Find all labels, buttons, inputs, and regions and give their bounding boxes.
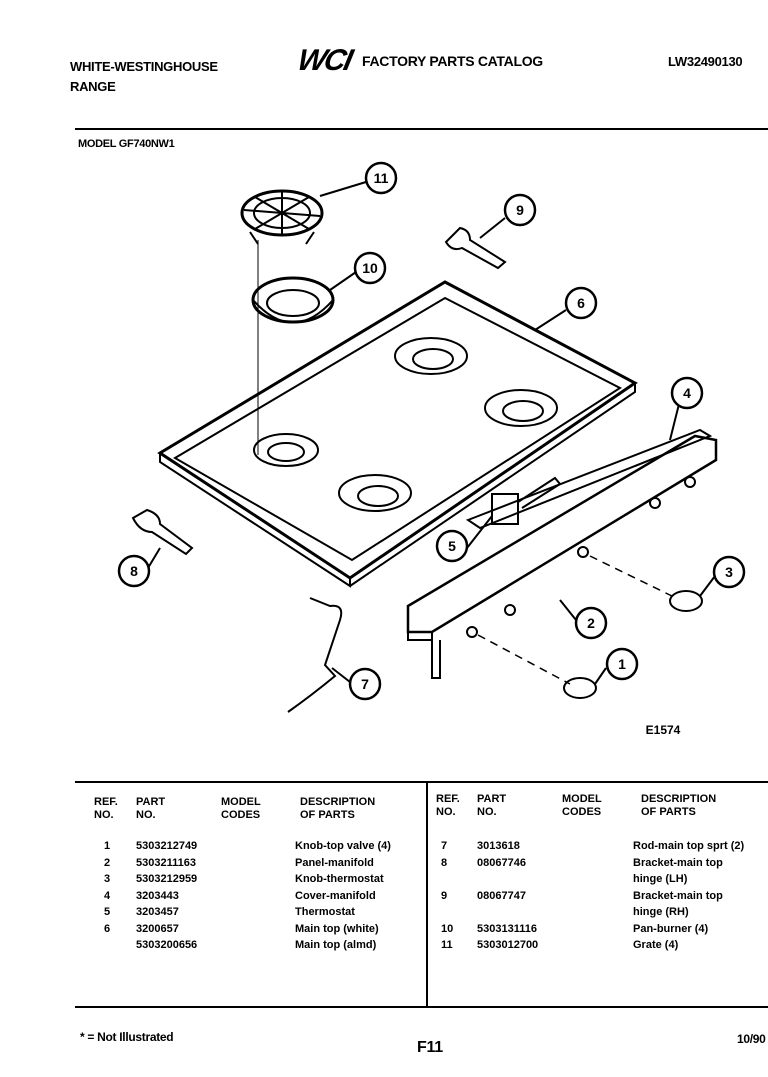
table-row-ref: 8 <box>441 856 448 869</box>
table-row-ref: 9 <box>441 889 448 902</box>
table-row-part: 5303212959 <box>136 873 198 885</box>
table-row-part: 3203457 <box>136 906 179 918</box>
table-row-ref: 5 <box>104 906 111 918</box>
table-row-part <box>477 871 538 888</box>
table-mid-rule <box>426 781 428 1007</box>
table-row-ref <box>104 937 110 954</box>
catalog-number: LW32490130 <box>668 54 743 69</box>
callout-6: 6 <box>577 295 585 311</box>
table-row-desc: Bracket-main top <box>633 889 723 902</box>
brand-line-1: WHITE-WESTINGHOUSE <box>70 59 218 74</box>
callout-9: 9 <box>516 202 524 218</box>
table-row-desc: Grate (4) <box>633 939 679 951</box>
callout-3: 3 <box>725 564 733 580</box>
table-row-part: 3200657 <box>136 922 179 935</box>
table-row-desc: Rod-main top sprt (2) <box>633 840 745 852</box>
callout-4: 4 <box>683 385 691 401</box>
page-number: F11 <box>417 1039 443 1056</box>
table-row-desc: Pan-burner (4) <box>633 922 709 935</box>
table-row-ref: 11 <box>441 939 453 951</box>
left-desc-column: Knob-top valve (4) Panel-manifold Knob-t… <box>295 838 391 954</box>
right-part-column: 3013618 08067746 08067747 5303131116 530… <box>477 838 538 954</box>
left-part-column: 5303212749 5303211163 5303212959 3203443… <box>136 838 197 954</box>
callout-11: 11 <box>374 170 389 186</box>
callout-2: 2 <box>587 615 595 631</box>
table-row-desc: Panel-manifold <box>295 856 374 869</box>
table-row-ref: 1 <box>104 840 111 852</box>
table-row-ref: 6 <box>104 922 111 935</box>
table-row-ref: 2 <box>104 856 111 869</box>
catalog-title: FACTORY PARTS CATALOG <box>362 53 543 69</box>
table-row-desc: Bracket-main top <box>633 856 723 869</box>
table-row-desc: Thermostat <box>295 906 355 918</box>
table-row-part: 5303200656 <box>136 939 198 951</box>
table-row-desc: Knob-top valve (4) <box>295 840 391 852</box>
table-row-part: 5303131116 <box>477 922 537 935</box>
table-row-desc: hinge (LH) <box>633 873 688 885</box>
callout-7: 7 <box>361 676 369 692</box>
table-row-part <box>477 904 538 921</box>
callout-1: 1 <box>618 656 626 672</box>
table-row-desc: hinge (RH) <box>633 906 689 918</box>
table-row-part: 3203443 <box>136 889 179 902</box>
brand-line-2: RANGE <box>70 79 116 94</box>
table-row-part: 5303212749 <box>136 840 198 852</box>
table-row-ref <box>441 871 453 888</box>
right-desc-column: Rod-main top sprt (2) Bracket-main top h… <box>633 838 744 954</box>
diagram-code: E1574 <box>646 723 681 737</box>
table-row-part: 08067747 <box>477 889 526 902</box>
header-rule <box>75 128 768 130</box>
catalog-date: 10/90 <box>737 1032 766 1046</box>
callout-10: 10 <box>362 260 378 276</box>
diagram-lines <box>131 181 718 713</box>
model-number: MODEL GF740NW1 <box>78 138 175 150</box>
table-row-ref: 4 <box>104 889 111 902</box>
table-row-part: 08067746 <box>477 856 526 869</box>
header-ref-right: REF.NO. <box>436 793 460 818</box>
table-row-part: 5303211163 <box>136 856 196 869</box>
table-bottom-rule <box>75 1006 768 1008</box>
wci-logo: WCI <box>294 44 354 77</box>
table-row-part: 3013618 <box>477 840 520 852</box>
table-row-ref: 10 <box>441 922 454 935</box>
table-row-ref <box>441 904 453 921</box>
table-top-rule <box>75 781 768 783</box>
table-row-desc: Knob-thermostat <box>295 873 384 885</box>
left-ref-column: 1 2 3 4 5 6 <box>104 838 110 954</box>
table-row-ref: 7 <box>441 840 448 852</box>
table-row-part: 5303012700 <box>477 939 539 951</box>
table-row-ref: 3 <box>104 873 111 885</box>
table-row-desc: Cover-manifold <box>295 889 376 902</box>
right-ref-column: 7 8 9 10 11 <box>441 838 453 954</box>
callout-8: 8 <box>130 563 138 579</box>
table-row-desc: Main top (white) <box>295 922 379 935</box>
exploded-parts-diagram: 11 10 9 6 4 5 8 3 2 7 1 E1574 <box>117 161 746 737</box>
callout-5: 5 <box>448 538 456 554</box>
not-illustrated-note: * = Not Illustrated <box>80 1030 174 1044</box>
header-ref-left: REF.NO. <box>94 796 118 821</box>
table-row-desc: Main top (almd) <box>295 939 377 951</box>
